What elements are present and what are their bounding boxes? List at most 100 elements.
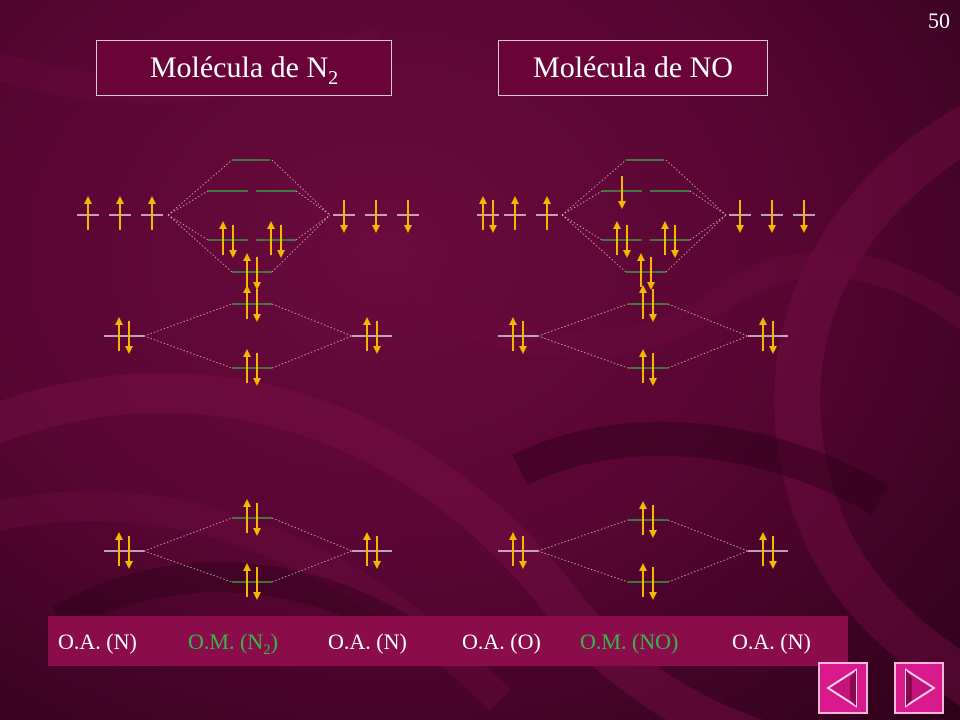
electron-up-arrowhead <box>243 253 251 261</box>
electron-down-arrowhead <box>618 201 626 209</box>
electron-up-arrowhead <box>639 501 647 509</box>
triangle-left-icon <box>826 668 857 708</box>
correlation-line <box>689 190 727 216</box>
electron-up-arrowhead <box>115 317 123 325</box>
electron-down-arrowhead <box>373 346 381 354</box>
electron-down-arrowhead <box>125 346 133 354</box>
correlation-line <box>167 190 209 216</box>
electron-up-arrowhead <box>243 349 251 357</box>
electron-up-arrowhead <box>116 196 124 204</box>
electron-down-arrowhead <box>253 314 261 322</box>
title-n2-molecule: Molécula de N2 <box>96 40 392 96</box>
electron-down-arrowhead <box>340 225 348 233</box>
electron-down-arrowhead <box>623 250 631 258</box>
correlation-line <box>167 214 233 273</box>
electron-down-arrowhead <box>253 378 261 386</box>
electron-down-arrowhead <box>277 250 285 258</box>
label-om-n2-text: O.M. (N <box>188 629 264 654</box>
title-n2-subscript: 2 <box>328 67 339 89</box>
electron-down-arrowhead <box>519 346 527 354</box>
electron-up-arrowhead <box>267 221 275 229</box>
correlation-line <box>689 214 727 241</box>
electron-down-arrowhead <box>736 225 744 233</box>
electron-up-arrowhead <box>661 221 669 229</box>
correlation-line <box>667 519 749 552</box>
correlation-line <box>271 517 353 552</box>
correlation-line <box>667 550 749 583</box>
bottom-label-bar <box>48 616 848 666</box>
electron-up-arrowhead <box>639 285 647 293</box>
correlation-line <box>667 335 749 369</box>
electron-down-arrowhead <box>649 314 657 322</box>
electron-up-arrowhead <box>363 317 371 325</box>
label-om-no: O.M. (NO) <box>580 629 679 654</box>
electron-up-arrowhead <box>639 349 647 357</box>
electron-down-arrowhead <box>253 528 261 536</box>
electron-up-arrowhead <box>243 499 251 507</box>
next-slide-button[interactable] <box>894 662 944 714</box>
correlation-line <box>167 214 209 241</box>
correlation-line <box>143 517 233 552</box>
electron-up-arrowhead <box>115 532 123 540</box>
correlation-line <box>537 335 629 369</box>
electron-down-arrowhead <box>253 592 261 600</box>
correlation-line <box>271 159 331 216</box>
electron-up-arrowhead <box>219 221 227 229</box>
title-no-molecule: Molécula de NO <box>498 40 768 96</box>
correlation-line <box>271 550 353 583</box>
electron-up-arrowhead <box>148 196 156 204</box>
electron-up-arrowhead <box>243 563 251 571</box>
triangle-right-icon <box>905 668 936 708</box>
correlation-line <box>561 190 603 216</box>
correlation-line <box>537 550 629 583</box>
correlation-line <box>561 159 627 216</box>
electron-down-arrowhead <box>671 250 679 258</box>
electron-down-arrowhead <box>229 250 237 258</box>
correlation-line <box>167 159 233 216</box>
correlation-line <box>561 214 603 241</box>
electron-up-arrowhead <box>243 285 251 293</box>
page-number: 50 <box>928 8 950 33</box>
label-oa-n-right: O.A. (N) <box>732 629 811 654</box>
electron-up-arrowhead <box>363 532 371 540</box>
electron-up-arrowhead <box>639 563 647 571</box>
electron-up-arrowhead <box>637 253 645 261</box>
label-om-n2-close: ) <box>270 629 278 654</box>
electron-down-arrowhead <box>649 530 657 538</box>
electron-up-arrowhead <box>479 196 487 204</box>
electron-up-arrowhead <box>509 532 517 540</box>
label-om-n2: O.M. (N2) <box>188 628 278 658</box>
correlation-line <box>561 214 627 273</box>
electron-down-arrowhead <box>519 561 527 569</box>
electron-up-arrowhead <box>84 196 92 204</box>
correlation-line <box>143 303 233 337</box>
correlation-line <box>295 214 331 241</box>
correlation-line <box>537 519 629 552</box>
correlation-line <box>665 159 727 216</box>
title-n2-text: Molécula de N <box>149 51 329 84</box>
correlation-line <box>271 214 331 273</box>
prev-slide-button[interactable] <box>818 662 868 714</box>
electron-up-arrowhead <box>759 532 767 540</box>
electron-down-arrowhead <box>404 225 412 233</box>
electron-down-arrowhead <box>647 282 655 290</box>
correlation-line <box>271 303 353 337</box>
electron-down-arrowhead <box>768 225 776 233</box>
correlation-line <box>143 335 233 369</box>
electron-up-arrowhead <box>511 196 519 204</box>
electron-up-arrowhead <box>509 317 517 325</box>
correlation-line <box>271 335 353 369</box>
electron-down-arrowhead <box>769 561 777 569</box>
label-oa-n-left: O.A. (N) <box>58 629 137 654</box>
electron-down-arrowhead <box>253 282 261 290</box>
correlation-line <box>667 303 749 337</box>
electron-down-arrowhead <box>800 225 808 233</box>
electron-down-arrowhead <box>649 378 657 386</box>
electron-down-arrowhead <box>769 346 777 354</box>
correlation-line <box>537 303 629 337</box>
electron-down-arrowhead <box>649 592 657 600</box>
electron-up-arrowhead <box>759 317 767 325</box>
correlation-line <box>295 190 331 216</box>
electron-up-arrowhead <box>613 221 621 229</box>
